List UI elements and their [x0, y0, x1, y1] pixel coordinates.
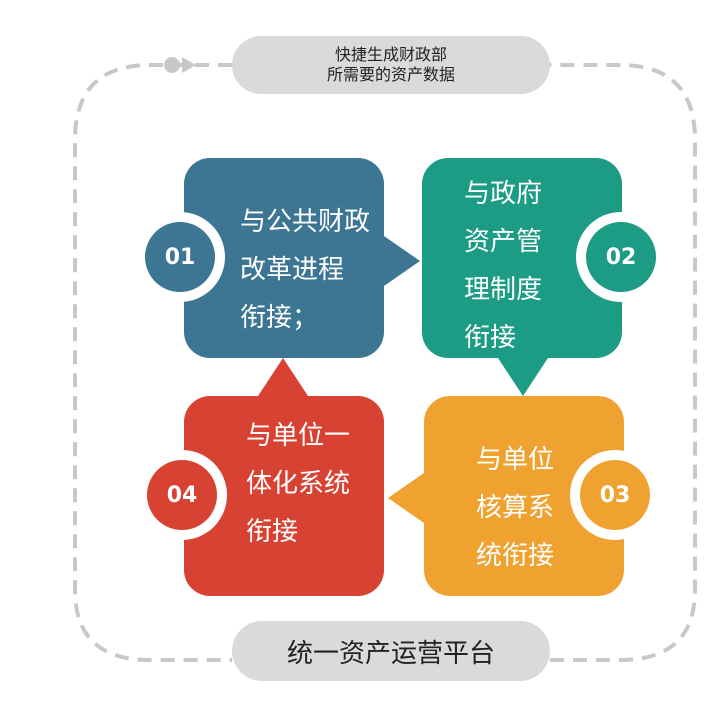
loop-start-dot [164, 57, 180, 73]
card-04-line: 与单位一 [246, 421, 351, 451]
card-03-badge: 03 [570, 450, 660, 540]
card-02-number: 02 [586, 222, 656, 292]
card-04-number: 04 [147, 460, 217, 530]
card-04-pointer [258, 358, 308, 396]
loop-path [73, 63, 697, 662]
card-02-line: 理制度 [464, 275, 543, 305]
top-label-pill: 快捷生成财政部 所需要的资产数据 [232, 36, 550, 94]
card-04-line: 体化系统 [246, 469, 351, 499]
top-label-line2: 所需要的资产数据 [326, 65, 455, 84]
card-02-pointer [498, 358, 548, 396]
card-02-line: 衔接 [464, 323, 517, 353]
card-04-line: 衔接 [246, 517, 299, 547]
card-03-line: 与单位 [476, 445, 555, 475]
top-label-line1: 快捷生成财政部 [334, 45, 447, 64]
card-03-line: 核算系 [476, 493, 555, 523]
card-03-line: 统衔接 [476, 541, 555, 571]
card-01-pointer [384, 236, 420, 286]
card-02: 与政府 资产管 理制度 衔接 [422, 158, 622, 358]
card-02-line: 与政府 [464, 179, 543, 209]
card-02-line: 资产管 [464, 227, 543, 257]
card-04-badge: 04 [137, 450, 227, 540]
card-01-line: 与公共财政 [240, 207, 371, 237]
loop-arrow-head [182, 57, 196, 73]
card-03-number: 03 [580, 460, 650, 530]
card-02-badge: 02 [576, 212, 666, 302]
card-01-line: 改革进程 [240, 255, 345, 285]
card-03-pointer [388, 473, 424, 523]
card-01-number: 01 [145, 222, 215, 292]
card-01-badge: 01 [135, 212, 225, 302]
bottom-label: 统一资产运营平台 [286, 638, 495, 669]
card-03-text: 与单位 核算系 统衔接 [476, 436, 554, 580]
bottom-label-pill: 统一资产运营平台 [232, 621, 550, 681]
card-01-line: 衔接； [240, 303, 319, 333]
card-02-text: 与政府 资产管 理制度 衔接 [464, 170, 542, 362]
card-01-text: 与公共财政 改革进程 衔接； [240, 198, 370, 342]
card-04-text: 与单位一 体化系统 衔接 [246, 412, 350, 556]
